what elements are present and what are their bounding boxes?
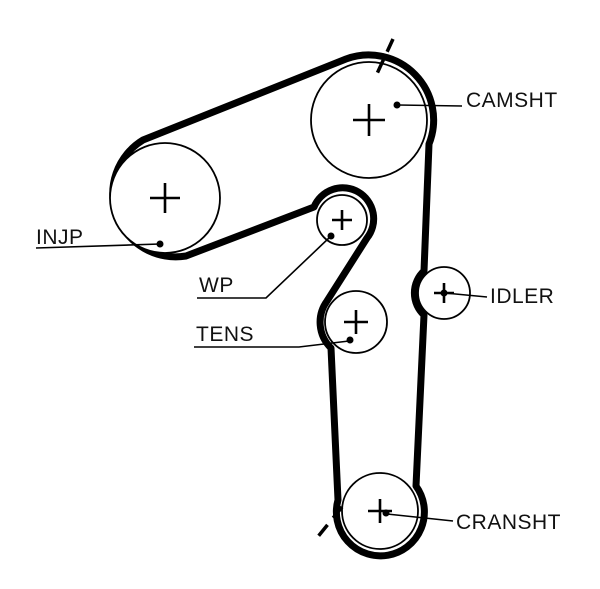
injp-label: INJP	[36, 226, 84, 249]
pulley-cransht	[341, 472, 419, 550]
tens-leader-line	[194, 340, 350, 348]
tens-leader-dot	[346, 336, 354, 344]
pulley-wp	[316, 194, 368, 246]
idler-leader-line	[444, 292, 488, 298]
idler-label: IDLER	[490, 285, 554, 308]
cransht-label: CRANSHT	[456, 511, 561, 534]
callout-camsht: CAMSHT	[393, 89, 558, 112]
pulley-camsht	[310, 61, 428, 179]
wp-leader-dot	[327, 232, 335, 240]
callout-wp: WP	[197, 232, 335, 299]
callout-tens: TENS	[194, 323, 354, 348]
cransht-leader-line	[386, 513, 454, 522]
idler-leader-dot	[440, 289, 448, 297]
injp-leader-dot	[156, 240, 164, 248]
callout-idler: IDLER	[440, 285, 554, 308]
timing-mark-camshaft	[373, 38, 395, 79]
callout-cransht: CRANSHT	[382, 509, 561, 534]
tens-label: TENS	[196, 323, 254, 346]
wp-leader-line	[197, 236, 331, 299]
camsht-label: CAMSHT	[466, 89, 558, 112]
wp-label: WP	[199, 274, 234, 297]
camsht-leader-dot	[393, 101, 401, 109]
pulley-injp	[109, 142, 221, 254]
callout-injp: INJP	[35, 226, 164, 249]
cransht-leader-dot	[382, 509, 390, 517]
camsht-leader-line	[397, 104, 463, 107]
injp-leader-line	[35, 243, 161, 249]
pulley-tens	[324, 290, 388, 354]
timing-mark-crankshaft	[314, 505, 344, 541]
timing-belt	[109, 51, 438, 560]
